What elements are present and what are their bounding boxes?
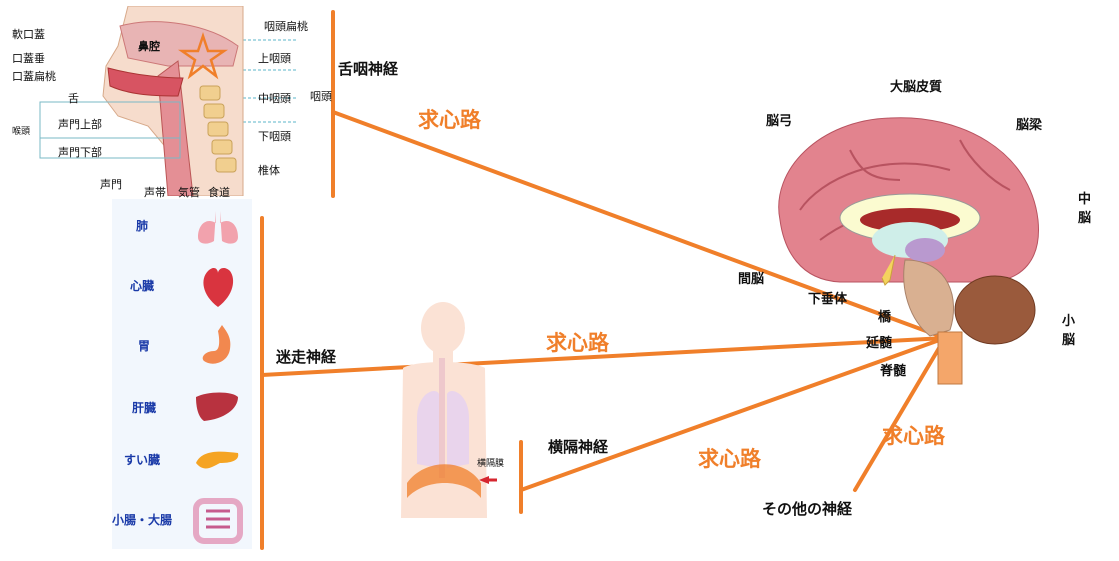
intestines-icon [193, 498, 243, 544]
label-uvula: 口蓋垂 [12, 52, 45, 65]
brain-graphic [778, 117, 1040, 385]
label-fornix: 脳弓 [766, 114, 793, 129]
label-spinal-cord: 脊髄 [880, 364, 907, 379]
label-pharynx: 咽頭 [310, 90, 332, 103]
organ-label-intestines: 小腸・大腸 [112, 513, 173, 527]
phrenic-path [519, 336, 947, 492]
stomach-icon [202, 325, 231, 364]
label-esophagus: 食道 [208, 186, 230, 199]
afferent-label-glossopharyngeal: 求心路 [418, 108, 481, 132]
diaphragm-tag: 横隔膜 [477, 459, 505, 469]
label-cortex: 大脳皮質 [890, 80, 943, 95]
label-adenoid: 咽頭扁桃 [264, 20, 308, 33]
nerve-vagus: 迷走神経 [276, 348, 337, 366]
label-nasal-cavity: 鼻腔 [138, 40, 160, 53]
afferent-label-vagus: 求心路 [546, 331, 609, 355]
label-diencephalon: 間脳 [738, 272, 765, 287]
label-midbrain: 中脳 [1078, 192, 1092, 226]
organ-label-lung: 肺 [136, 219, 149, 233]
label-soft-palate: 軟口蓋 [12, 28, 45, 41]
label-glottis: 声門 [100, 178, 122, 191]
organ-row-stomach: 胃 [112, 321, 252, 371]
other-nerve-path [853, 336, 947, 492]
label-vocal-cords: 声帯 [144, 186, 166, 199]
organ-label-stomach: 胃 [138, 339, 151, 353]
organ-row-liver: 肝臓 [112, 385, 252, 429]
lung-icon [198, 211, 238, 244]
label-pons: 橋 [878, 310, 892, 325]
label-pituitary: 下垂体 [808, 292, 848, 307]
label-nasopharynx: 上咽頭 [258, 52, 291, 65]
liver-icon [196, 392, 238, 421]
label-tongue: 舌 [68, 92, 79, 105]
organ-label-heart: 心臓 [130, 279, 155, 293]
label-callosum: 脳梁 [1016, 118, 1043, 133]
pancreas-icon [196, 451, 239, 469]
organ-row-intestines: 小腸・大腸 [112, 497, 252, 547]
vagus-path [260, 336, 947, 377]
nerve-glossopharyngeal: 舌咽神経 [338, 60, 399, 78]
label-hypopharynx: 下咽頭 [258, 130, 291, 143]
throat-illustration: 鼻腔 軟口蓋 口蓋垂 口蓋扁桃 舌 声門上部 声門下部 声門 声帯 気管 食道 … [8, 5, 332, 199]
nerve-other: その他の神経 [762, 500, 853, 518]
label-cerebellum: 小脳 [1062, 314, 1076, 348]
torso-graphic [401, 302, 497, 518]
organ-label-pancreas: すい臓 [124, 453, 161, 467]
label-larynx: 喉頭 [12, 127, 31, 137]
torso-illustration: 横隔膜 [395, 298, 515, 520]
nerve-phrenic: 横隔神経 [548, 438, 609, 456]
heart-icon [203, 267, 234, 307]
throat-anatomy-graphic [39, 5, 244, 197]
organ-row-heart: 心臓 [112, 261, 252, 311]
organ-row-pancreas: すい臓 [112, 439, 252, 483]
organ-row-lung: 肺 [112, 205, 252, 249]
label-subglottis: 声門下部 [58, 146, 102, 159]
afferent-label-other: 求心路 [882, 424, 945, 448]
organ-panel: 肺 心臓 胃 肝臓 すい臓 小腸・大腸 [112, 199, 252, 549]
label-palatine-tonsil: 口蓋扁桃 [12, 70, 56, 83]
label-medulla: 延髄 [866, 336, 893, 351]
label-oropharynx: 中咽頭 [258, 92, 291, 105]
afferent-label-phrenic: 求心路 [698, 447, 761, 471]
label-trachea: 気管 [178, 186, 200, 199]
glossopharyngeal-path [331, 110, 947, 340]
label-supraglottis: 声門上部 [58, 118, 102, 131]
organ-label-liver: 肝臓 [132, 401, 157, 415]
label-vertebra: 椎体 [258, 164, 280, 177]
brain-illustration: 大脳皮質 脳弓 脳梁 中脳 間脳 下垂体 橋 小脳 延髄 脊髄 [738, 80, 1091, 386]
